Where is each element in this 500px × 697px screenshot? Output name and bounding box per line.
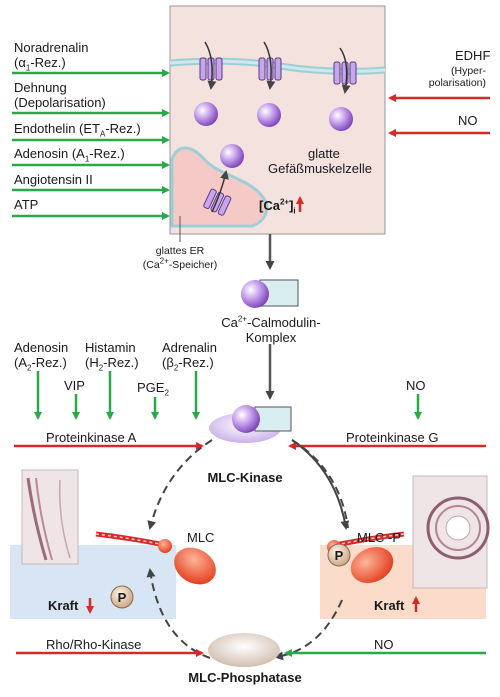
pka-adenosin-2pre: (A <box>14 355 27 370</box>
er-label-2-sup: 2+ <box>159 256 169 266</box>
mlc-label: MLC <box>187 530 215 545</box>
stim-dehnung: Dehnung (Depolarisation) <box>14 80 106 110</box>
left-stimulus-arrows <box>12 69 170 220</box>
pka-histamin-1: Histamin <box>85 340 136 355</box>
pka-adrenalin-1: Adrenalin <box>162 340 217 355</box>
p-circle-relaxed <box>110 585 134 609</box>
ca-sub: i <box>293 206 296 216</box>
calmodulin-label-2: Komplex <box>245 330 297 345</box>
p-circle-phosphorylated <box>327 543 351 567</box>
no-bottom-label: NO <box>374 637 394 652</box>
edhf-note-2: polarisation) <box>428 77 486 89</box>
channel-arrows <box>204 41 351 213</box>
stim-atp: ATP <box>14 197 39 212</box>
pka-adrenalin-2sub: 2 <box>173 363 179 373</box>
pka-histamin-2post: -Rez.) <box>103 355 139 370</box>
mlc-p-label: MLC -P <box>357 530 402 545</box>
p-label-relaxed: P <box>117 590 127 605</box>
kinase-to-mlcp-arrow <box>291 439 350 530</box>
micrograph-relaxed <box>21 469 79 565</box>
edhf-label: EDHF <box>455 48 491 63</box>
calmodulin-post: -Calmodulin- <box>247 315 321 330</box>
pka-adrenalin-2post: -Rez.) <box>178 355 214 370</box>
stim-adenosin-idx: 1 <box>84 154 90 164</box>
rho-label: Rho/Rho-Kinase <box>46 637 142 652</box>
pka-histamin-2sub: 2 <box>98 363 104 373</box>
stim-angiotensin: Angiotensin II <box>14 172 93 187</box>
stim-adenosin-label: Adenosin (A <box>14 146 85 161</box>
stim-adenosin-end: -Rez.) <box>89 146 125 161</box>
stim-dehnung-label: Dehnung <box>14 80 67 95</box>
pka-adrenalin-2pre: (β <box>162 355 174 370</box>
no-top-label: NO <box>458 113 478 128</box>
er-label-2-post: -Speicher) <box>168 259 218 271</box>
calmodulin-pre: Ca <box>221 315 238 330</box>
calcium-vesicles <box>194 102 353 168</box>
pkg-no: NO <box>406 378 426 393</box>
er-label-2-pre: (Ca <box>142 259 160 271</box>
kraft-contracted: Kraft <box>374 598 405 613</box>
pka-adenosin-2sub: 2 <box>27 363 32 373</box>
ca-concentration: [Ca2+]i <box>259 197 296 216</box>
cell-label-2: Gefäßmuskelzelle <box>268 161 373 176</box>
stim-endothelin-idx: A <box>100 129 106 139</box>
pka-adenosin: Adenosin (A2-Rez.) <box>14 340 69 373</box>
pka-pge-pre: PGE <box>137 380 165 395</box>
pka-adenosin-1: Adenosin <box>14 340 69 355</box>
p-label-phosphorylated: P <box>334 548 344 563</box>
ca-close: ] <box>289 198 294 213</box>
mlc-phosphatase-shape <box>208 633 280 667</box>
pka-histamin-2pre: (H <box>85 355 99 370</box>
pka-histamin: Histamin (H2-Rez.) <box>85 340 139 373</box>
micrograph-contracted <box>412 475 490 589</box>
pka-pge-sub: 2 <box>164 388 169 398</box>
pka-vip: VIP <box>64 378 85 393</box>
er-label-1: glattes ER <box>155 245 205 257</box>
stim-dehnung-sub: (Depolarisation) <box>14 95 106 110</box>
stim-noradrenalin-sub: (α <box>14 55 26 70</box>
mlc-kinase-shape <box>209 405 292 443</box>
stim-endothelin-label: Endothelin (ET <box>14 121 100 136</box>
calmodulin-label-1: Ca2+-Calmodulin- <box>210 315 332 330</box>
ca-open: [Ca <box>259 198 280 213</box>
cell-label-1: glatte <box>308 146 340 161</box>
pka-adenosin-2post: -Rez.) <box>31 355 67 370</box>
stim-endothelin-end: -Rez.) <box>105 121 141 136</box>
stim-noradrenalin-label: Noradrenalin <box>14 40 89 55</box>
calmodulin-complex <box>241 279 299 308</box>
calmodulin-sup: 2+ <box>237 314 248 324</box>
stim-noradrenalin-idx: 1 <box>25 63 31 73</box>
stim-endothelin: Endothelin (ETA-Rez.) <box>14 121 141 139</box>
mlc-relaxed <box>95 531 216 585</box>
proteinkinase-g-label: Proteinkinase G <box>346 430 439 445</box>
right-inhibitor-arrows <box>388 94 490 137</box>
er-label-2: (Ca2+-Speicher) <box>112 256 248 271</box>
pka-adrenalin: Adrenalin (β2-Rez.) <box>162 340 217 373</box>
stim-noradrenalin: Noradrenalin (α1-Rez.) <box>14 40 89 73</box>
edhf-note-1: (Hyper- <box>450 65 486 77</box>
pka-pge: PGE2 <box>137 380 169 398</box>
mlc-phosphatase-label: MLC-Phosphatase <box>188 670 302 685</box>
mlc-kinase-label: MLC-Kinase <box>207 470 283 485</box>
kraft-relaxed: Kraft <box>48 598 79 613</box>
pka-stimulus-arrows <box>34 371 422 420</box>
stim-adenosin: Adenosin (A1-Rez.) <box>14 146 125 164</box>
ca-sup: 2+ <box>279 197 290 207</box>
proteinkinase-a-label: Proteinkinase A <box>46 430 137 445</box>
stim-noradrenalin-end: -Rez.) <box>30 55 66 70</box>
